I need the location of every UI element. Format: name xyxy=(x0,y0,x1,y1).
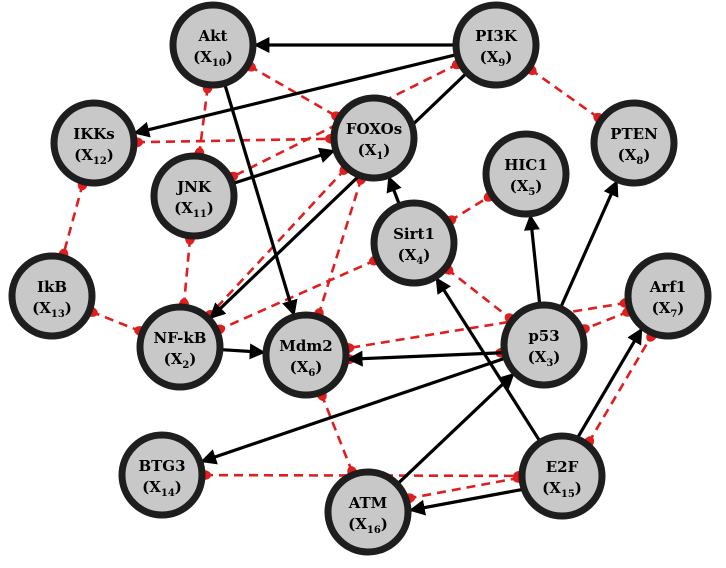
node-label-mdm2: Mdm2 xyxy=(279,337,332,355)
node-variable-ikks: (X12) xyxy=(74,146,114,167)
inhibition-edge-ikks-ikb xyxy=(61,183,85,256)
node-variable-ikb: (X13) xyxy=(32,299,72,320)
activation-edge-jnk-foxos xyxy=(233,147,336,185)
node-sirt1: Sirt1 (X4) xyxy=(370,199,458,287)
node-label-akt: Akt xyxy=(198,27,228,45)
inhibition-edge-mdm2-atm xyxy=(320,393,354,474)
node-label-foxos: FOXOs xyxy=(346,120,402,138)
node-circle-arf1 xyxy=(624,252,712,340)
node-ikks: IKKs (X12) xyxy=(50,99,138,187)
node-hic1: HIC1 (X5) xyxy=(482,130,570,218)
inhibition-edge-ikb-nfkb xyxy=(90,310,142,333)
node-circle-ikb xyxy=(8,252,96,340)
activation-edge-e2f-arf1 xyxy=(576,327,643,438)
node-variable-btg3: (X14) xyxy=(142,478,182,499)
node-circle-btg3 xyxy=(118,431,206,519)
inhibition-edge-jnk-nfkb xyxy=(182,237,192,306)
node-variable-foxos: (X1) xyxy=(358,141,391,162)
activation-edge-p53-pten xyxy=(559,179,619,308)
node-variable-e2f: (X15) xyxy=(542,479,582,500)
inhibition-edge-foxos-mdm2 xyxy=(317,177,363,316)
node-label-pten: PTEN xyxy=(610,125,658,143)
node-variable-akt: (X10) xyxy=(193,48,233,69)
node-circle-hic1 xyxy=(482,130,570,218)
inhibition-edge-foxos-nfkb xyxy=(207,167,347,318)
inhibition-edge-pi3k-pten xyxy=(529,68,601,120)
inhibition-edge-sirt1-p53 xyxy=(446,267,512,321)
node-circle-pten xyxy=(590,99,678,187)
node-circle-sirt1 xyxy=(370,199,458,287)
node-variable-hic1: (X5) xyxy=(510,177,543,198)
node-label-nfkb: NF-kB xyxy=(154,329,207,347)
node-circle-jnk xyxy=(150,152,238,240)
node-atm: ATM (X16) xyxy=(324,468,412,556)
node-circle-foxos xyxy=(330,94,418,182)
node-variable-atm: (X16) xyxy=(348,515,388,536)
node-circle-mdm2 xyxy=(262,311,350,399)
inhibition-edge-e2f-atm xyxy=(407,476,520,500)
node-label-pi3k: PI3K xyxy=(475,27,518,45)
node-p53: p53 (X3) xyxy=(500,301,588,389)
node-label-hic1: HIC1 xyxy=(504,156,548,174)
activation-edge-p53-mdm2 xyxy=(346,350,503,367)
node-foxos: FOXOs (X1) xyxy=(330,94,418,182)
node-mdm2: Mdm2 (X6) xyxy=(262,311,350,399)
node-variable-sirt1: (X4) xyxy=(398,246,431,267)
node-variable-arf1: (X7) xyxy=(652,299,685,320)
inhibition-edge-sirt1-hic1 xyxy=(449,194,491,223)
node-pten: PTEN (X8) xyxy=(590,99,678,187)
inhibition-edge-ikks-foxos xyxy=(135,137,333,144)
node-variable-pi3k: (X9) xyxy=(480,48,513,69)
node-akt: Akt (X10) xyxy=(169,1,257,89)
inhibition-edge-arf1-p53 xyxy=(582,310,630,331)
node-label-atm: ATM xyxy=(348,494,388,512)
node-label-btg3: BTG3 xyxy=(138,457,185,475)
node-pi3k: PI3K (X9) xyxy=(452,1,540,89)
activation-edge-e2f-atm xyxy=(408,487,523,516)
node-circle-pi3k xyxy=(452,1,540,89)
node-variable-p53: (X3) xyxy=(528,348,561,369)
activation-edge-p53-btg3 xyxy=(200,357,505,465)
node-label-sirt1: Sirt1 xyxy=(393,225,435,243)
inhibition-edge-e2f-arf1 xyxy=(587,334,653,444)
node-ikb: IkB (X13) xyxy=(8,252,96,340)
activation-edge-pi3k-nfkb xyxy=(209,72,467,320)
activation-edge-e2f-sirt1 xyxy=(435,277,541,442)
node-e2f: E2F (X15) xyxy=(518,432,606,520)
inhibition-edge-akt-jnk xyxy=(197,86,210,155)
node-label-arf1: Arf1 xyxy=(649,278,686,296)
inhibition-edge-arf1-mdm2 xyxy=(347,301,627,350)
node-circle-akt xyxy=(169,1,257,89)
activation-edge-sirt1-foxos xyxy=(386,175,402,205)
inhibition-edge-sirt1-nfkb xyxy=(217,258,377,332)
node-jnk: JNK (X11) xyxy=(150,152,238,240)
node-variable-mdm2: (X6) xyxy=(290,358,323,379)
node-circle-p53 xyxy=(500,301,588,389)
inhibition-edge-akt-foxos xyxy=(248,64,339,119)
node-circle-e2f xyxy=(518,432,606,520)
node-btg3: BTG3 (X14) xyxy=(118,431,206,519)
node-circle-atm xyxy=(324,468,412,556)
node-label-p53: p53 xyxy=(528,327,559,345)
node-variable-pten: (X8) xyxy=(618,146,651,167)
node-label-jnk: JNK xyxy=(175,178,212,196)
activation-edge-nfkb-mdm2 xyxy=(221,343,266,360)
node-label-ikb: IkB xyxy=(37,278,67,296)
node-label-e2f: E2F xyxy=(546,458,579,476)
node-variable-jnk: (X11) xyxy=(174,199,214,220)
node-variable-nfkb: (X2) xyxy=(164,350,197,371)
activation-edge-pi3k-ikks xyxy=(133,53,456,138)
nodes-layer: Akt (X10) PI3K (X9) IKKs (X12) FOXOs (X1) PTEN (X… xyxy=(8,1,712,556)
node-arf1: Arf1 (X7) xyxy=(624,252,712,340)
activation-edge-atm-p53 xyxy=(397,372,515,485)
node-label-ikks: IKKs xyxy=(73,125,115,143)
node-circle-nfkb xyxy=(136,303,224,391)
node-nfkb: NF-kB (X2) xyxy=(136,303,224,391)
node-circle-ikks xyxy=(50,99,138,187)
activation-edge-akt-mdm2 xyxy=(223,84,298,317)
activation-edge-p53-hic1 xyxy=(523,214,542,304)
